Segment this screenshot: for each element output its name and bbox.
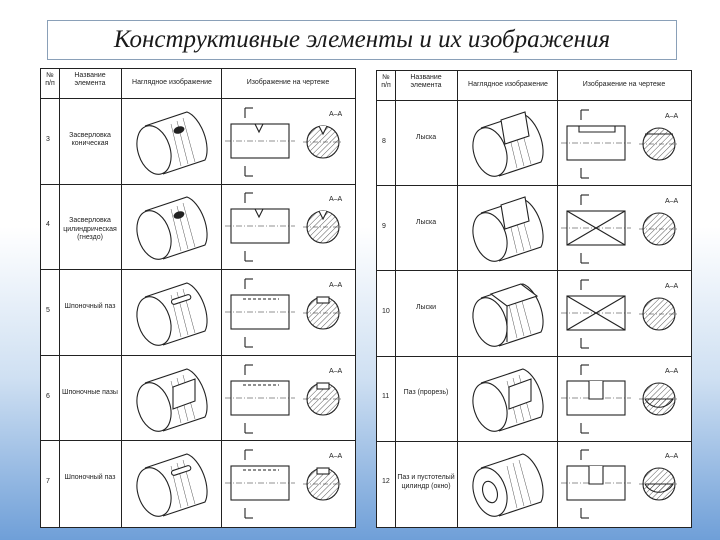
visual-drawing [461,276,555,357]
title-box: Конструктивные элементы и их изображения [47,20,677,60]
header-name: Название элемента [410,74,442,89]
technical-drawing: А–А [223,444,353,529]
svg-text:А–А: А–А [665,283,679,290]
row-name: Засверловка цилиндрическая (гнездо) [63,217,117,242]
row-number: 10 [382,307,390,315]
row-number: 11 [382,393,390,401]
technical-drawing: А–А [559,189,689,274]
svg-text:А–А: А–А [329,111,343,118]
svg-text:А–А: А–А [329,368,343,375]
svg-text:А–А: А–А [329,196,343,203]
visual-drawing [461,106,555,187]
header-drawing: Изображение на чертеже [246,79,330,86]
row-number: 5 [46,306,50,314]
row-number: 4 [46,221,50,229]
technical-drawing: А–А [559,274,689,359]
row-name: Шпоночный паз [64,474,116,482]
header-visual: Наглядное изображение [132,79,212,86]
row-name: Шпоночный паз [64,302,116,310]
row-number: 9 [382,222,386,230]
table-row: 11 Паз (прорезь) А–А [377,357,691,442]
table-row: 10 Лыски А–А [377,271,691,359]
svg-text:А–А: А–А [665,198,679,205]
svg-text:А–А: А–А [665,453,679,460]
technical-drawing: А–А [559,359,689,444]
svg-text:А–А: А–А [665,113,679,120]
page-title: Конструктивные элементы и их изображения [113,26,611,53]
column-divider [557,71,558,527]
table-row: 8 Лыска А–А [377,101,691,189]
table-row: 6 Шпоночные пазы А–А [41,356,355,442]
table-row: 7 Шпоночный паз А–А [41,441,355,527]
column-divider [59,69,60,527]
header-name: Название элемента [74,72,106,87]
row-number: 7 [46,478,50,486]
svg-text:А–А: А–А [665,368,679,375]
svg-text:А–А: А–А [329,453,343,460]
header-visual: Наглядное изображение [468,81,548,88]
row-name: Шпоночные пазы [62,388,118,396]
table-row: 9 Лыска А–А [377,186,691,274]
table-header: № п/п Название элемента Наглядное изобра… [41,69,355,99]
technical-drawing: А–А [223,187,353,272]
column-divider [395,71,396,527]
header-num: № п/п [381,74,391,89]
row-name: Паз (прорезь) [403,389,449,397]
table-row: 3 Засверловка коническая А–А [41,99,355,185]
row-name: Лыска [415,133,437,141]
row-name: Лыски [415,303,437,311]
column-divider [121,69,122,527]
row-name: Засверловка коническая [69,131,111,148]
column-divider [221,69,222,527]
visual-drawing [125,104,219,185]
row-number: 6 [46,392,50,400]
table-row: 5 Шпоночный паз А–А [41,270,355,356]
technical-drawing: А–А [223,273,353,358]
row-name: Паз и пустотелый цилиндр (окно) [397,474,455,490]
technical-drawing: А–А [223,359,353,444]
table-header: № п/п Название элемента Наглядное изобра… [377,71,691,101]
visual-drawing [125,275,219,356]
technical-drawing: А–А [559,444,689,529]
visual-drawing [125,189,219,270]
left-table: № п/п Название элемента Наглядное изобра… [40,68,356,528]
right-table: № п/п Название элемента Наглядное изобра… [376,70,692,528]
visual-drawing [125,361,219,442]
row-name: Лыска [415,218,437,226]
table-row: 12 Паз и пустотелый цилиндр (окно) А–А [377,442,691,527]
header-num: № п/п [45,72,55,87]
svg-text:А–А: А–А [329,282,343,289]
row-number: 12 [382,478,390,486]
table-row: 4 Засверловка цилиндрическая (гнездо) А–А [41,185,355,271]
row-number: 3 [46,135,50,143]
visual-drawing [461,446,555,527]
row-number: 8 [382,137,386,145]
visual-drawing [461,191,555,272]
visual-drawing [461,361,555,442]
technical-drawing: А–А [559,104,689,189]
visual-drawing [125,446,219,527]
header-drawing: Изображение на чертеже [582,81,666,88]
column-divider [457,71,458,527]
technical-drawing: А–А [223,102,353,187]
